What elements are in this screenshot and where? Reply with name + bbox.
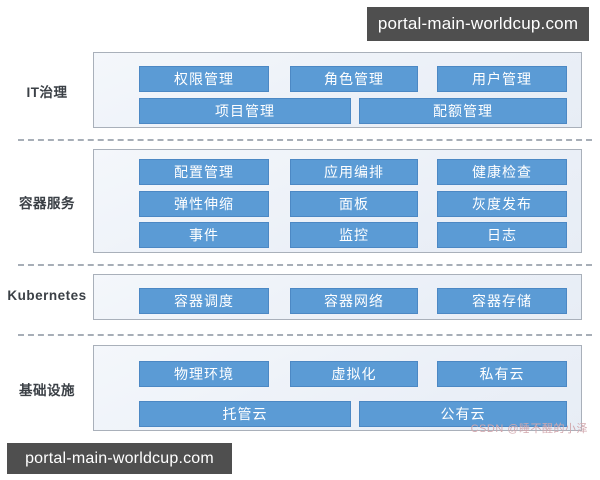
layer-panel-1: 权限管理角色管理用户管理项目管理配额管理	[93, 52, 582, 128]
layer-label-2: 容器服务	[19, 196, 75, 211]
module-button[interactable]: 健康检查	[437, 159, 567, 185]
module-button[interactable]: 物理环境	[139, 361, 269, 387]
module-button[interactable]: 容器调度	[139, 288, 269, 314]
dashed-separator	[18, 264, 592, 266]
dashed-separator	[18, 334, 592, 336]
module-button[interactable]: 应用编排	[290, 159, 418, 185]
module-button[interactable]: 用户管理	[437, 66, 567, 92]
module-button[interactable]: 日志	[437, 222, 567, 248]
dashed-separator	[18, 139, 592, 141]
layer-panel-4: 物理环境虚拟化私有云托管云公有云	[93, 345, 582, 431]
module-button[interactable]: 容器存储	[437, 288, 567, 314]
module-button[interactable]: 配置管理	[139, 159, 269, 185]
module-button[interactable]: 托管云	[139, 401, 351, 427]
layer-label-3: Kubernetes	[7, 288, 87, 303]
module-button[interactable]: 监控	[290, 222, 418, 248]
module-button[interactable]: 角色管理	[290, 66, 418, 92]
module-button[interactable]: 灰度发布	[437, 191, 567, 217]
layer-label-1: IT治理	[26, 85, 68, 100]
module-button[interactable]: 公有云	[359, 401, 567, 427]
module-button[interactable]: 虚拟化	[290, 361, 418, 387]
module-button[interactable]: 项目管理	[139, 98, 351, 124]
csdn-watermark: CSDN @睡不醒的小泽	[470, 423, 588, 435]
module-button[interactable]: 权限管理	[139, 66, 269, 92]
module-button[interactable]: 容器网络	[290, 288, 418, 314]
layer-label-4: 基础设施	[19, 383, 75, 398]
module-button[interactable]: 弹性伸缩	[139, 191, 269, 217]
layer-panel-3: 容器调度容器网络容器存储	[93, 274, 582, 320]
bottom-url-badge: portal-main-worldcup.com	[7, 443, 232, 474]
layer-panel-2: 配置管理应用编排健康检查弹性伸缩面板灰度发布事件监控日志	[93, 149, 582, 253]
module-button[interactable]: 配额管理	[359, 98, 567, 124]
top-url-badge: portal-main-worldcup.com	[367, 7, 589, 41]
module-button[interactable]: 事件	[139, 222, 269, 248]
module-button[interactable]: 面板	[290, 191, 418, 217]
module-button[interactable]: 私有云	[437, 361, 567, 387]
